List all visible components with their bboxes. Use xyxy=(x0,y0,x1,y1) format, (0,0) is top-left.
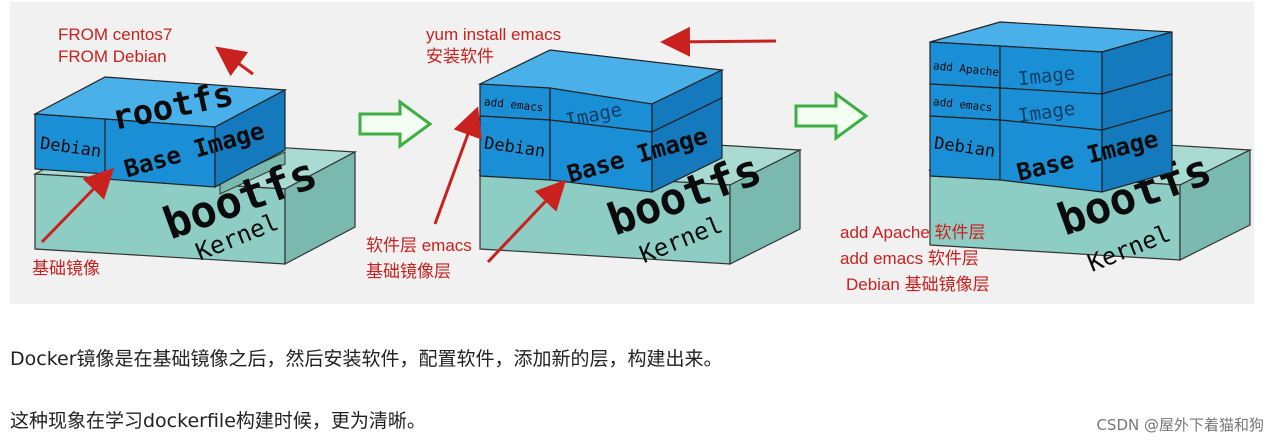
green-arrow-2 xyxy=(794,91,869,141)
stage2-emacs-layer: 软件层 emacs xyxy=(366,236,472,255)
stage1-from-centos: FROM centos7 xyxy=(58,25,173,44)
stage3-base-side xyxy=(1101,109,1173,193)
stage2-stack: Kernel bootfs add emacs Image Debian Bas… xyxy=(477,49,803,269)
stage2-annotation-layers: 软件层 emacs 基础镜像层 xyxy=(366,233,472,285)
docker-layers-figure: Kernel bootfs rootfs Debian Base Image K… xyxy=(10,2,1254,304)
stage2-kernel-side xyxy=(729,149,801,265)
stage2-yum-install: yum install emacs xyxy=(426,25,562,44)
stage1-kernel-side xyxy=(284,151,356,265)
paragraph-line2: 这种现象在学习dockerfile构建时候，更为清晰。 xyxy=(10,410,426,432)
stage1-base-side xyxy=(214,89,286,188)
stage2-base-layer: 基础镜像层 xyxy=(366,262,451,281)
green-arrow-1 xyxy=(358,99,433,149)
stage2-arrow-base xyxy=(486,179,567,264)
layers-diagram: Kernel bootfs rootfs Debian Base Image K… xyxy=(32,21,1253,278)
stage3-kernel-side xyxy=(1179,149,1251,261)
watermark: CSDN @屋外下着猫和狗 xyxy=(1096,416,1264,434)
stage2-arrow-install xyxy=(660,26,777,57)
stage2-annotation-install: yum install emacs 安装软件 xyxy=(426,24,561,68)
stage3-stack: Kernel bootfs add Apache Image add emacs… xyxy=(927,21,1253,278)
stage1-annotation-from: FROM centos7 FROM Debian xyxy=(58,24,172,68)
stage2-base-side xyxy=(651,97,723,193)
stage3-emacs-layer: add emacs 软件层 xyxy=(840,249,979,268)
stage1-annotation-base: 基础镜像 xyxy=(32,259,100,278)
stage2-install-software: 安装软件 xyxy=(426,47,494,66)
stage2-arrow-emacs xyxy=(433,106,482,225)
stage3-addemacs-label: add emacs xyxy=(932,95,993,114)
stage1-arrow-from xyxy=(215,46,254,77)
stage3-apache-layer: add Apache 软件层 xyxy=(840,223,986,242)
stage3-annotation-layers: add Apache 软件层 add emacs 软件层 Debian 基础镜像… xyxy=(840,220,990,298)
stage1-from-debian: FROM Debian xyxy=(58,47,167,66)
paragraph-line1: Docker镜像是在基础镜像之后，然后安装软件，配置软件，添加新的层，构建出来。 xyxy=(10,348,723,370)
stage1-arrow-base xyxy=(40,167,115,244)
stage1-stack: Kernel bootfs rootfs Debian Base Image xyxy=(32,74,358,266)
stage2-addemacs-label: add emacs xyxy=(483,95,544,114)
stage3-debian-layer: Debian 基础镜像层 xyxy=(846,275,990,294)
